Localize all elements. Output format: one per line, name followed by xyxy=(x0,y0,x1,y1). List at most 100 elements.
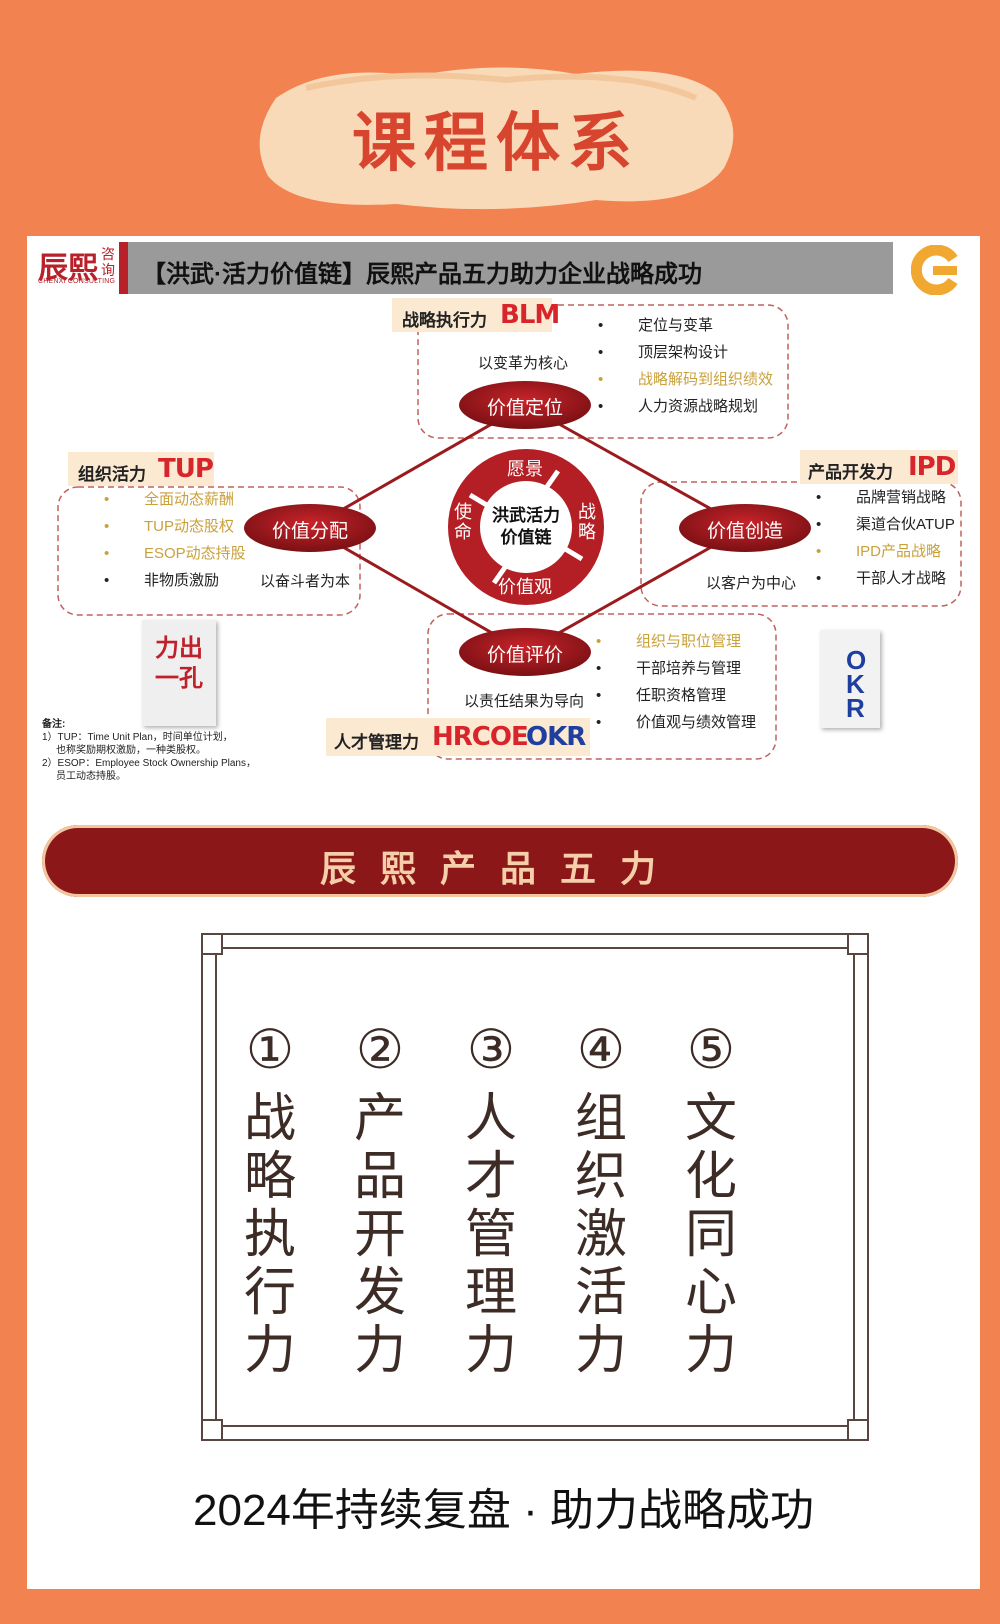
oval-value-creation: 价值创造 xyxy=(706,521,783,542)
book-left-title: 力出一孔 xyxy=(155,635,203,692)
list-item-text: IPD产品战略 xyxy=(856,543,942,560)
blm-badge: BLM xyxy=(500,300,560,330)
list-item-text: TUP动态股权 xyxy=(144,518,235,535)
tup-list: •全面动态薪酬 •TUP动态股权 •ESOP动态持股 •非物质激励 xyxy=(104,486,246,594)
list-item: •战略解码到组织绩效 xyxy=(598,371,774,388)
list-item-text: 人力资源战略规划 xyxy=(638,398,759,415)
list-item-text: 顶层架构设计 xyxy=(638,344,729,361)
power-number: ③ xyxy=(466,1018,516,1081)
power-text: 战略执行力 xyxy=(243,1089,296,1381)
oval-value-distribution: 价值分配 xyxy=(271,521,348,542)
hrcoe-title: 人才管理力 xyxy=(334,733,419,752)
power-column-2: ② 产品开发力 xyxy=(345,1016,415,1380)
hrcoe-subtitle: 以责任结果为导向 xyxy=(464,693,585,710)
power-text: 产品开发力 xyxy=(353,1089,406,1381)
list-item: •干部人才战略 xyxy=(816,570,947,587)
list-item: •渠道合伙ATUP xyxy=(816,516,955,533)
value-ovals xyxy=(244,381,811,676)
power-text: 人才管理力 xyxy=(464,1089,517,1381)
wheel-right-label: 战略 xyxy=(578,502,596,542)
hrcoe-tag-bg xyxy=(326,718,590,756)
list-item: •品牌营销战略 xyxy=(816,489,947,506)
note-line: 员工动态持股。 xyxy=(56,771,126,782)
power-number: ② xyxy=(355,1018,405,1081)
list-item: •全面动态薪酬 xyxy=(104,491,235,508)
tup-title: 组织活力 xyxy=(78,465,146,484)
brand-logo-small: 咨询 xyxy=(101,246,115,278)
wheel-top-label: 愿景 xyxy=(507,459,543,479)
ipd-subtitle: 以客户为中心 xyxy=(706,575,797,592)
header-title: 【洪武·活力价值链】辰熙产品五力助力企业战略成功 xyxy=(142,261,702,288)
decorative-frame xyxy=(201,933,869,1441)
power-number: ① xyxy=(245,1018,295,1081)
blm-title: 战略执行力 xyxy=(402,311,487,330)
blm-subtitle: 以变革为核心 xyxy=(478,355,569,372)
brand-logo-en: CHENXI CONSULTING xyxy=(38,278,116,285)
ipd-title: 产品开发力 xyxy=(808,463,893,482)
tup-subtitle: 以奋斗者为本 xyxy=(260,573,351,590)
list-item: •价值观与绩效管理 xyxy=(596,714,757,731)
diagram-lines xyxy=(57,304,962,760)
power-number: ④ xyxy=(576,1018,626,1081)
list-item: •定位与变革 xyxy=(598,317,714,334)
power-column-3: ③ 人才管理力 xyxy=(456,1016,526,1380)
brand-logo-chars: 辰熙 xyxy=(38,251,98,286)
list-item: •非物质激励 xyxy=(104,572,220,589)
list-item: •人力资源战略规划 xyxy=(598,398,759,415)
ipd-tag-bg xyxy=(800,450,958,484)
hrcoe-list: •组织与职位管理 •干部培养与管理 •任职资格管理 •价值观与绩效管理 xyxy=(596,628,756,736)
list-item: •TUP动态股权 xyxy=(104,518,235,535)
tup-tag-bg xyxy=(68,452,214,486)
list-item: •任职资格管理 xyxy=(596,687,727,704)
power-column-5: ⑤ 文化同心力 xyxy=(676,1016,746,1380)
list-item: •ESOP动态持股 xyxy=(104,545,246,562)
blm-list: •定位与变革 •顶层架构设计 •战略解码到组织绩效 •人力资源战略规划 xyxy=(598,312,773,420)
power-column-4: ④ 组织激活力 xyxy=(566,1016,636,1380)
tup-badge: TUP xyxy=(158,454,214,484)
power-number: ⑤ xyxy=(686,1018,736,1081)
list-item-text: 任职资格管理 xyxy=(636,687,727,704)
oval-value-evaluation: 价值评价 xyxy=(486,645,563,666)
title-badge-background xyxy=(259,67,734,210)
list-item-text: 战略解码到组织绩效 xyxy=(638,371,774,388)
header-accent-bar xyxy=(119,242,128,294)
notes-title: 备注: xyxy=(42,719,66,730)
brand-c-icon xyxy=(911,245,958,295)
list-item-text: 干部培养与管理 xyxy=(636,660,742,677)
list-item-text: 非物质激励 xyxy=(144,572,220,589)
list-item: •组织与职位管理 xyxy=(596,633,742,650)
list-item-text: 渠道合伙ATUP xyxy=(856,516,955,533)
header-bar xyxy=(128,242,893,294)
note-line: 1）TUP：Time Unit Plan，时间单位计划， xyxy=(42,732,233,743)
wheel-left-label: 使命 xyxy=(454,502,472,542)
list-item-text: 组织与职位管理 xyxy=(636,633,742,650)
list-item-text: ESOP动态持股 xyxy=(144,545,246,562)
ipd-list: •品牌营销战略 •渠道合伙ATUP •IPD产品战略 •干部人才战略 xyxy=(816,484,955,592)
list-item: •IPD产品战略 xyxy=(816,543,942,560)
page-title: 课程体系 xyxy=(352,106,640,181)
list-item-text: 品牌营销战略 xyxy=(856,489,947,506)
power-text: 组织激活力 xyxy=(574,1089,627,1381)
value-chain-wheel xyxy=(448,449,604,605)
hrcoe-badge: HRCOE xyxy=(432,722,529,752)
list-item-text: 干部人才战略 xyxy=(856,570,947,587)
wheel-bottom-label: 价值观 xyxy=(498,577,552,597)
power-column-1: ① 战略执行力 xyxy=(235,1016,305,1380)
book-cover-left: 力出一孔 xyxy=(142,620,216,726)
list-item-text: 全面动态薪酬 xyxy=(144,491,235,508)
section-banner xyxy=(42,825,958,897)
list-item: •顶层架构设计 xyxy=(598,344,729,361)
note-line: 也称奖励期权激励，一种类股权。 xyxy=(56,745,206,756)
notes: 备注: 1）TUP：Time Unit Plan，时间单位计划， 也称奖励期权激… xyxy=(42,718,256,783)
list-item-text: 价值观与绩效管理 xyxy=(636,714,757,731)
section-banner-title: 辰熙产品五力 xyxy=(319,848,680,889)
wheel-center-title: 洪武活力价值链 xyxy=(492,506,560,547)
note-line: 2）ESOP：Employee Stock Ownership Plans， xyxy=(42,758,256,769)
list-item: •干部培养与管理 xyxy=(596,660,742,677)
list-item-text: 定位与变革 xyxy=(638,317,714,334)
oval-value-positioning: 价值定位 xyxy=(486,398,563,419)
okr-badge: OKR xyxy=(526,722,586,752)
footer-slogan: 2024年持续复盘 · 助力战略成功 xyxy=(193,1486,814,1535)
